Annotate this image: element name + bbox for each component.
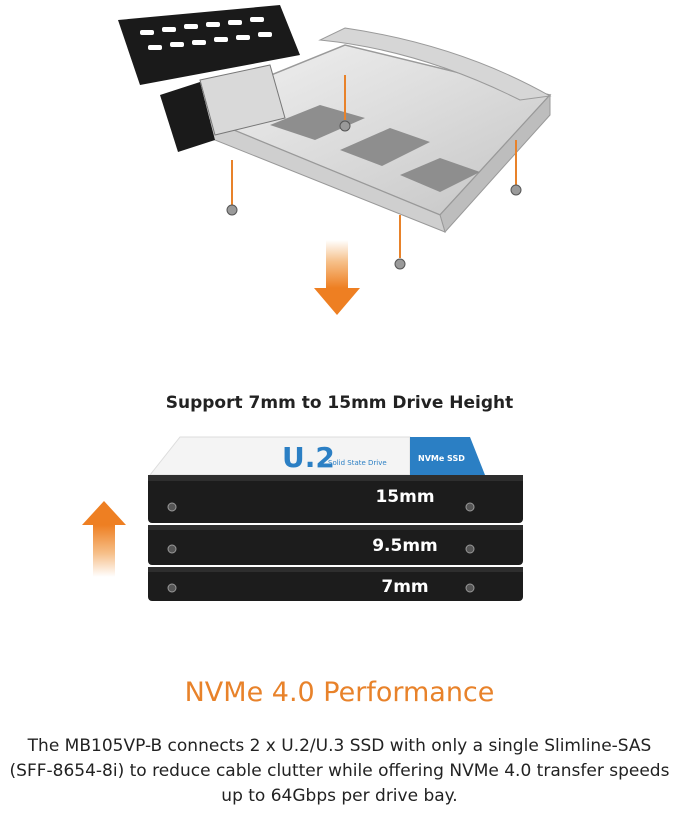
drive-label-7mm: 7mm	[381, 577, 429, 597]
drive-height-heading: Support 7mm to 15mm Drive Height	[165, 393, 514, 413]
drive-stack: U.2 Solid State Drive NVMe SSD 15mm 9.5m…	[70, 425, 610, 615]
tray-cutout	[270, 105, 365, 140]
drive-tray-illustration	[118, 5, 552, 315]
arrow-down-icon	[314, 240, 360, 315]
tray-cutout	[340, 128, 430, 166]
tray-hinge	[199, 64, 286, 136]
tray-latch	[118, 5, 300, 85]
screw-icon	[510, 184, 522, 196]
arrow-up-icon	[82, 501, 126, 577]
tray-front-bezel	[160, 82, 215, 152]
ssd-brand: U.2	[282, 441, 335, 474]
ssd-top-label	[148, 436, 411, 476]
screw-icon	[394, 258, 406, 270]
tray-cutout	[400, 158, 480, 192]
drive-15mm	[148, 475, 523, 523]
drive-label-15mm: 15mm	[375, 487, 435, 507]
ssd-subtext: Solid State Drive	[328, 459, 387, 467]
performance-description: The MB105VP-B connects 2 x U.2/U.3 SSD w…	[9, 736, 670, 806]
ssd-top-stripe	[410, 437, 485, 475]
ssd-stripe-text: NVMe SSD	[418, 454, 465, 463]
drive-9-5mm	[148, 525, 523, 565]
screw-icon	[339, 120, 351, 132]
drive-7mm	[148, 567, 523, 601]
tray-rail	[318, 27, 552, 101]
performance-title: NVMe 4.0 Performance	[184, 677, 495, 708]
drive-label-9-5mm: 9.5mm	[372, 536, 438, 556]
screw-icon	[226, 204, 238, 216]
